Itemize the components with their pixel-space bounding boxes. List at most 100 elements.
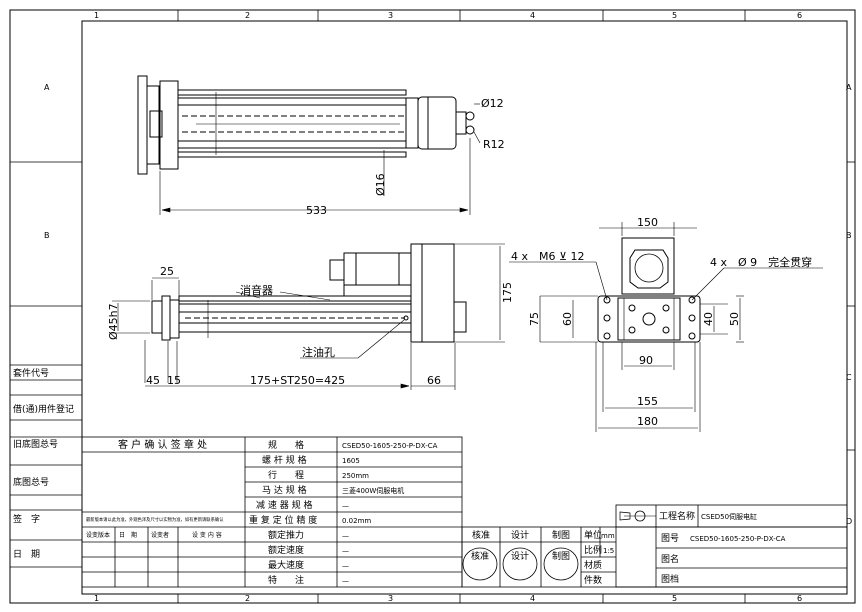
spec-value: 1605 — [342, 457, 360, 465]
col-label: 5 — [672, 594, 677, 603]
side-view-encoder-plug — [453, 301, 467, 333]
side-label: 签 字 — [13, 513, 40, 525]
side-label: 旧底图总号 — [13, 438, 58, 450]
dim-d12: Ø12 — [481, 97, 504, 110]
sign-header: 核准 — [472, 529, 490, 541]
side-view-flange-ring — [151, 300, 163, 334]
side-view-oil-hole — [403, 315, 409, 321]
drawing-no-value: CSED50-1605-250-P-DX-CA — [690, 535, 786, 543]
stamp-oval — [462, 547, 498, 581]
stamp-oval — [502, 547, 538, 581]
drawing-name-label: 图名 — [661, 553, 679, 565]
top-view — [137, 75, 475, 175]
label-hole9: 4 x Ø 9 完全贯穿 — [710, 255, 812, 269]
material-label: 材质 — [584, 559, 602, 571]
row-label: B — [44, 231, 50, 240]
project-value: CSED50伺服电缸 — [701, 512, 757, 521]
spec-note: 最新版本请以此为准，外观色泽及尺寸以实物为准，如有更新请联系确认 — [86, 516, 224, 523]
qty-label: 件数 — [584, 574, 602, 586]
spec-value: — — [342, 547, 349, 555]
col-label: 6 — [797, 11, 802, 20]
dim-60: 60 — [561, 312, 574, 326]
side-view-muffler-rod — [178, 295, 412, 302]
revision-header: 设变者 — [151, 531, 169, 539]
stamp-label: 核准 — [471, 550, 489, 562]
spec-label: 最大速度 — [268, 559, 304, 571]
side-label: 借(通)用件登记 — [13, 403, 74, 415]
top-view-end-block — [159, 80, 179, 170]
side-label: 日 期 — [13, 549, 40, 560]
sign-header: 制图 — [552, 529, 570, 541]
label-muffler: 消音器 — [240, 283, 273, 297]
stamp-oval — [543, 547, 579, 581]
stamp-label: 设计 — [511, 550, 529, 562]
dim-90: 90 — [639, 354, 653, 367]
customer-header: 客 户 确 认 签 章 处 — [118, 438, 207, 451]
col-label: 1 — [94, 594, 99, 603]
spec-value: 0.02mm — [342, 517, 371, 525]
spec-label: 行 程 — [268, 469, 304, 481]
spec-label: 减 速 器 规 格 — [256, 499, 312, 511]
col-label: 3 — [388, 11, 393, 20]
dim-50: 50 — [728, 312, 741, 326]
top-view-flange-plate — [146, 85, 160, 165]
spec-table — [81, 436, 463, 588]
end-view-motor-face — [629, 249, 669, 289]
side-panel — [10, 364, 82, 568]
side-view-dims — [112, 243, 505, 390]
zone-ticks — [10, 10, 855, 603]
dim-180: 180 — [637, 415, 658, 428]
dim-175: 175 — [501, 282, 514, 303]
row-label: A — [846, 83, 852, 92]
dim-d16: Ø16 — [374, 173, 387, 196]
top-view-dims — [159, 103, 481, 215]
scale-value: 1:5 — [603, 547, 614, 555]
row-label: C — [846, 373, 852, 382]
end-view-motor-box — [621, 237, 675, 295]
top-view-front-block — [417, 96, 457, 150]
side-view-motor — [343, 252, 412, 286]
stamp-label: 制图 — [552, 550, 570, 562]
label-oil-hole: 注油孔 — [302, 345, 335, 359]
end-view-mount-plate — [597, 295, 701, 343]
title-block — [461, 504, 848, 588]
dim-533: 533 — [306, 204, 327, 217]
spec-label: 马 达 规 格 — [262, 484, 307, 496]
spec-value: — — [342, 562, 349, 570]
end-view — [597, 237, 701, 343]
dim-150: 150 — [637, 216, 658, 229]
end-view-dims — [509, 222, 823, 432]
dim-stroke: 175+ST250=425 — [250, 374, 345, 387]
inner-border — [81, 20, 848, 595]
side-view-motor-mount — [343, 284, 412, 297]
side-view-motor-connector — [329, 259, 345, 281]
revision-header: 设变版本 — [86, 531, 110, 539]
dim-155: 155 — [637, 395, 658, 408]
side-view-flange — [161, 295, 171, 341]
side-view-rear-housing — [410, 243, 455, 343]
dim-r12: R12 — [483, 138, 505, 151]
col-label: 4 — [530, 11, 535, 20]
dim-66: 66 — [427, 374, 441, 387]
spec-value: 三菱400W伺服电机 — [342, 486, 404, 495]
top-view-rod-end — [455, 111, 467, 135]
label-m6: 4 x M6 ⊻ 12 — [511, 250, 585, 263]
dim-75: 75 — [528, 312, 541, 326]
side-label: 底图总号 — [13, 476, 49, 488]
row-label: D — [846, 517, 852, 526]
spec-value: CSED50-1605-250-P-DX-CA — [342, 442, 438, 450]
col-label: 6 — [797, 594, 802, 603]
spec-label: 规 格 — [268, 439, 304, 451]
zone-labels: 1 2 3 4 5 6 1 2 3 4 5 6 A B A B C D — [44, 11, 852, 603]
revision-header: 日 期 — [119, 531, 137, 539]
unit-label: 单位 — [584, 529, 602, 541]
spec-label: 螺 杆 规 格 — [262, 454, 307, 466]
spec-value: — — [342, 532, 349, 540]
col-label: 2 — [245, 594, 250, 603]
col-label: 5 — [672, 11, 677, 20]
end-view-center-block — [617, 297, 681, 341]
row-label: B — [846, 231, 852, 240]
spec-value: 250mm — [342, 472, 369, 480]
revision-header: 设 变 内 容 — [192, 531, 222, 539]
row-label: A — [44, 83, 50, 92]
